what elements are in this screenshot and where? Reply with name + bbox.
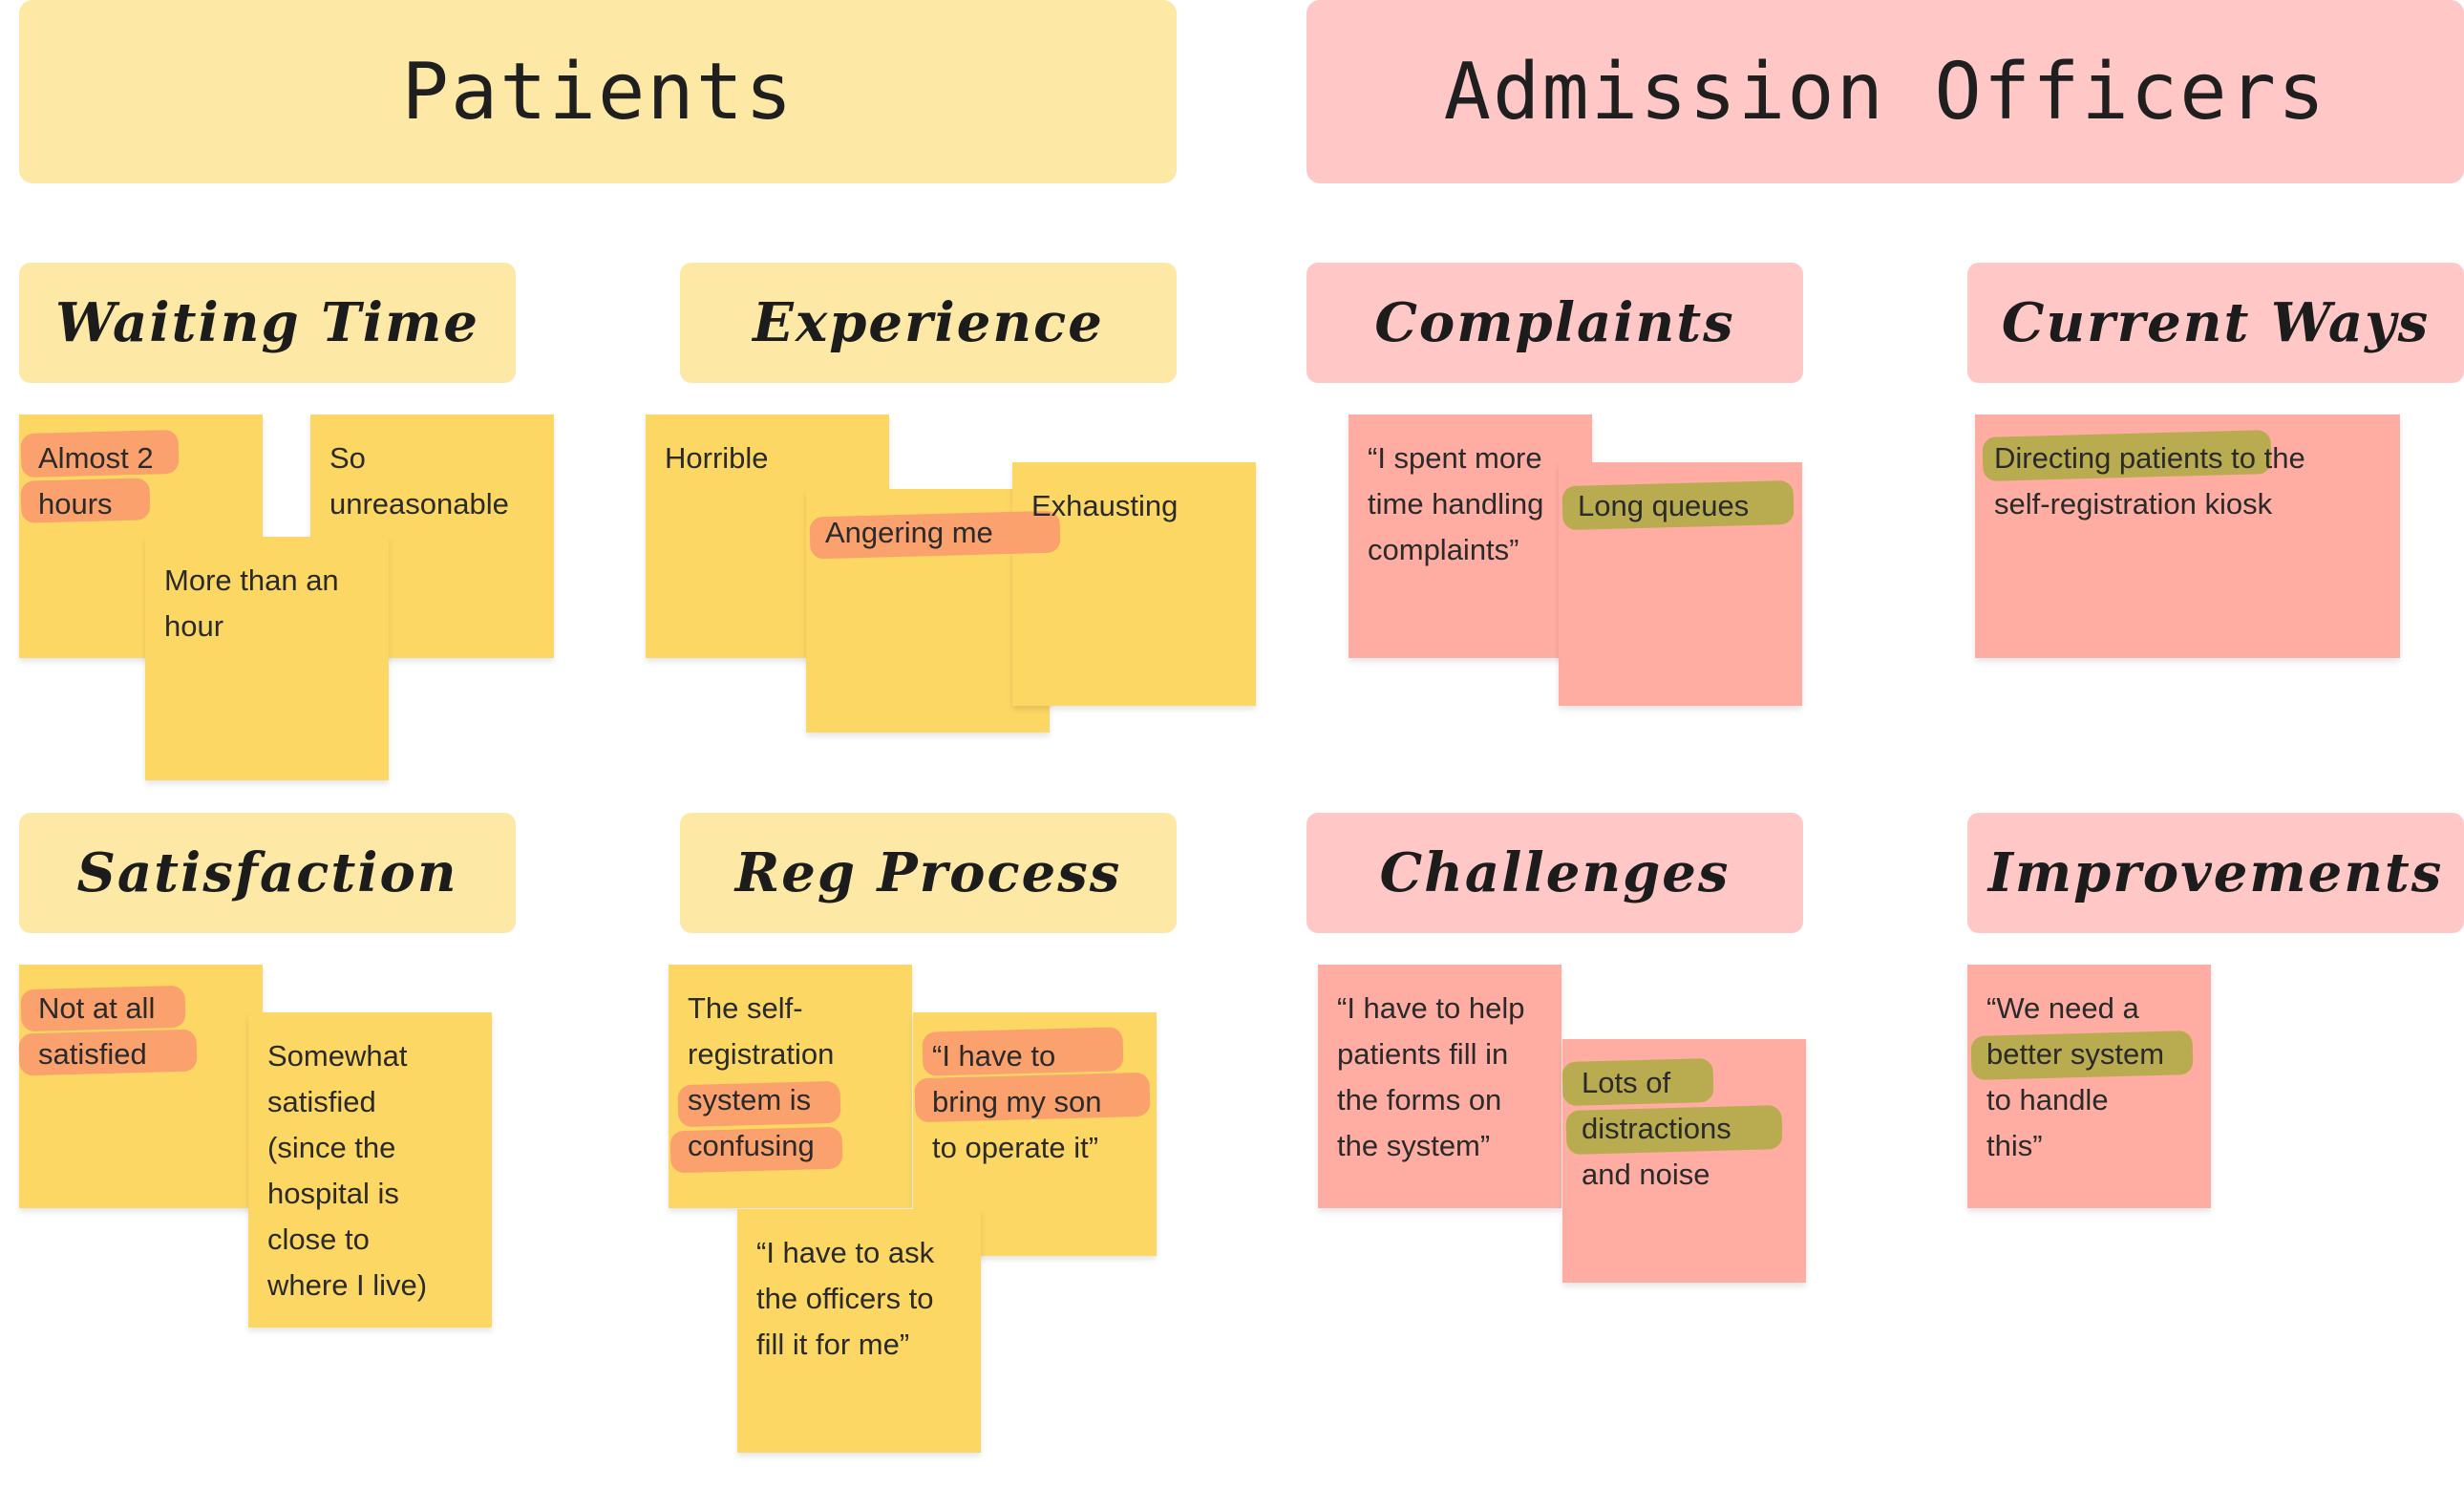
sticky-note-directing-patients[interactable]: Directing patients to the self-registrat… xyxy=(1975,415,2400,658)
category-current-ways: Current Ways xyxy=(1967,263,2464,383)
sticky-note-angering-me[interactable]: Angering me xyxy=(806,489,1061,733)
category-challenges-label: Challenges xyxy=(1379,841,1731,904)
sticky-note-exhausting[interactable]: Exhausting xyxy=(1012,462,1256,706)
category-challenges: Challenges xyxy=(1306,813,1803,933)
sticky-note-help-patients-fill-forms[interactable]: “I have to help patients fill in the for… xyxy=(1318,965,1561,1208)
patients-banner: Patients xyxy=(19,0,1177,183)
sticky-note-lots-of-distractions[interactable]: Lots of distractions and noise xyxy=(1561,1039,1806,1283)
patients-banner-title: Patients xyxy=(401,46,795,138)
category-current-ways-label: Current Ways xyxy=(2001,291,2431,354)
category-improvements: Improvements xyxy=(1967,813,2464,933)
category-satisfaction-label: Satisfaction xyxy=(76,841,458,904)
category-complaints-label: Complaints xyxy=(1374,291,1735,354)
sticky-note-horrible[interactable]: Horrible xyxy=(646,415,889,658)
sticky-note-self-registration-confusing[interactable]: The self- registration system is confusi… xyxy=(669,965,912,1208)
sticky-note-not-at-all-satisfied[interactable]: Not at all satisfied xyxy=(18,965,263,1208)
category-experience: Experience xyxy=(680,263,1177,383)
category-reg-process-label: Reg Process xyxy=(734,841,1122,904)
sticky-note-almost-2-hours[interactable]: Almost 2 hours xyxy=(19,415,263,658)
category-experience-label: Experience xyxy=(753,291,1104,354)
sticky-note-bring-my-son[interactable]: “I have to bring my son to operate it” xyxy=(913,1012,1157,1256)
sticky-note-spent-more-time[interactable]: “I spent more time handling complaints” xyxy=(1349,415,1592,658)
category-reg-process: Reg Process xyxy=(680,813,1177,933)
sticky-note-need-better-system[interactable]: “We need a better system to handle this” xyxy=(1967,965,2211,1208)
category-waiting-time-label: Waiting Time xyxy=(55,291,479,354)
admission-officers-banner: Admission Officers xyxy=(1306,0,2464,183)
sticky-note-ask-the-officers[interactable]: “I have to ask the officers to fill it f… xyxy=(737,1209,981,1453)
sticky-note-somewhat-satisfied[interactable]: Somewhat satisfied (since the hospital i… xyxy=(248,1012,492,1328)
sticky-note-long-queues[interactable]: Long queues xyxy=(1559,462,1802,706)
admission-officers-banner-title: Admission Officers xyxy=(1443,46,2327,138)
category-complaints: Complaints xyxy=(1306,263,1803,383)
category-improvements-label: Improvements xyxy=(1987,841,2444,904)
sticky-note-more-than-an-hour[interactable]: More than an hour xyxy=(145,537,389,780)
category-satisfaction: Satisfaction xyxy=(19,813,516,933)
category-waiting-time: Waiting Time xyxy=(19,263,516,383)
